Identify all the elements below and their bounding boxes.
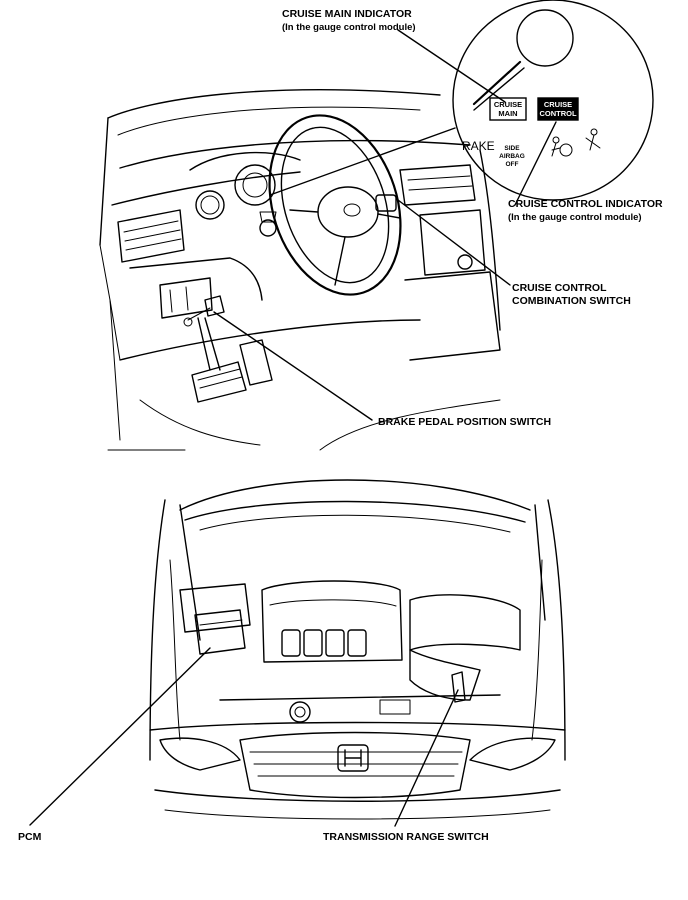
side-airbag-line2: AIRBAG bbox=[499, 153, 525, 160]
badge-control-line1: CRUISE bbox=[544, 100, 572, 109]
top-leader-lines bbox=[213, 29, 557, 421]
dashboard-illustration bbox=[99, 89, 501, 451]
label-cruise-control-indicator-sub: (In the gauge control module) bbox=[508, 212, 642, 223]
label-cruise-control-switch-line1: CRUISE CONTROL bbox=[512, 282, 607, 294]
brake-warning-text: RAKE bbox=[462, 139, 495, 153]
label-pcm: PCM bbox=[18, 831, 42, 843]
label-cruise-control-switch-line2: COMBINATION SWITCH bbox=[512, 295, 631, 307]
label-brake-pedal-position-switch: BRAKE PEDAL POSITION SWITCH bbox=[378, 416, 551, 428]
label-transmission-range-switch: TRANSMISSION RANGE SWITCH bbox=[323, 831, 489, 843]
seatbelt-icon bbox=[585, 128, 601, 151]
label-cruise-main-indicator: CRUISE MAIN INDICATOR bbox=[282, 8, 412, 20]
label-cruise-main-indicator-sub: (In the gauge control module) bbox=[282, 22, 416, 33]
badge-main-line1: CRUISE bbox=[494, 100, 522, 109]
gauge-inset: CRUISE MAIN CRUISE CONTROL RAKE SIDE AIR… bbox=[452, 0, 654, 201]
cruise-main-badge bbox=[489, 97, 527, 121]
side-airbag-line1: SIDE bbox=[504, 145, 520, 152]
label-cruise-control-indicator: CRUISE CONTROL INDICATOR bbox=[508, 198, 663, 210]
cruise-control-badge bbox=[537, 97, 579, 121]
bottom-leader-lines bbox=[29, 647, 459, 827]
badge-main-line2: MAIN bbox=[498, 109, 517, 118]
airbag-icon bbox=[551, 136, 573, 157]
engine-bay-illustration bbox=[149, 479, 566, 820]
badge-control-line2: CONTROL bbox=[539, 109, 576, 118]
side-airbag-line3: OFF bbox=[506, 161, 519, 168]
